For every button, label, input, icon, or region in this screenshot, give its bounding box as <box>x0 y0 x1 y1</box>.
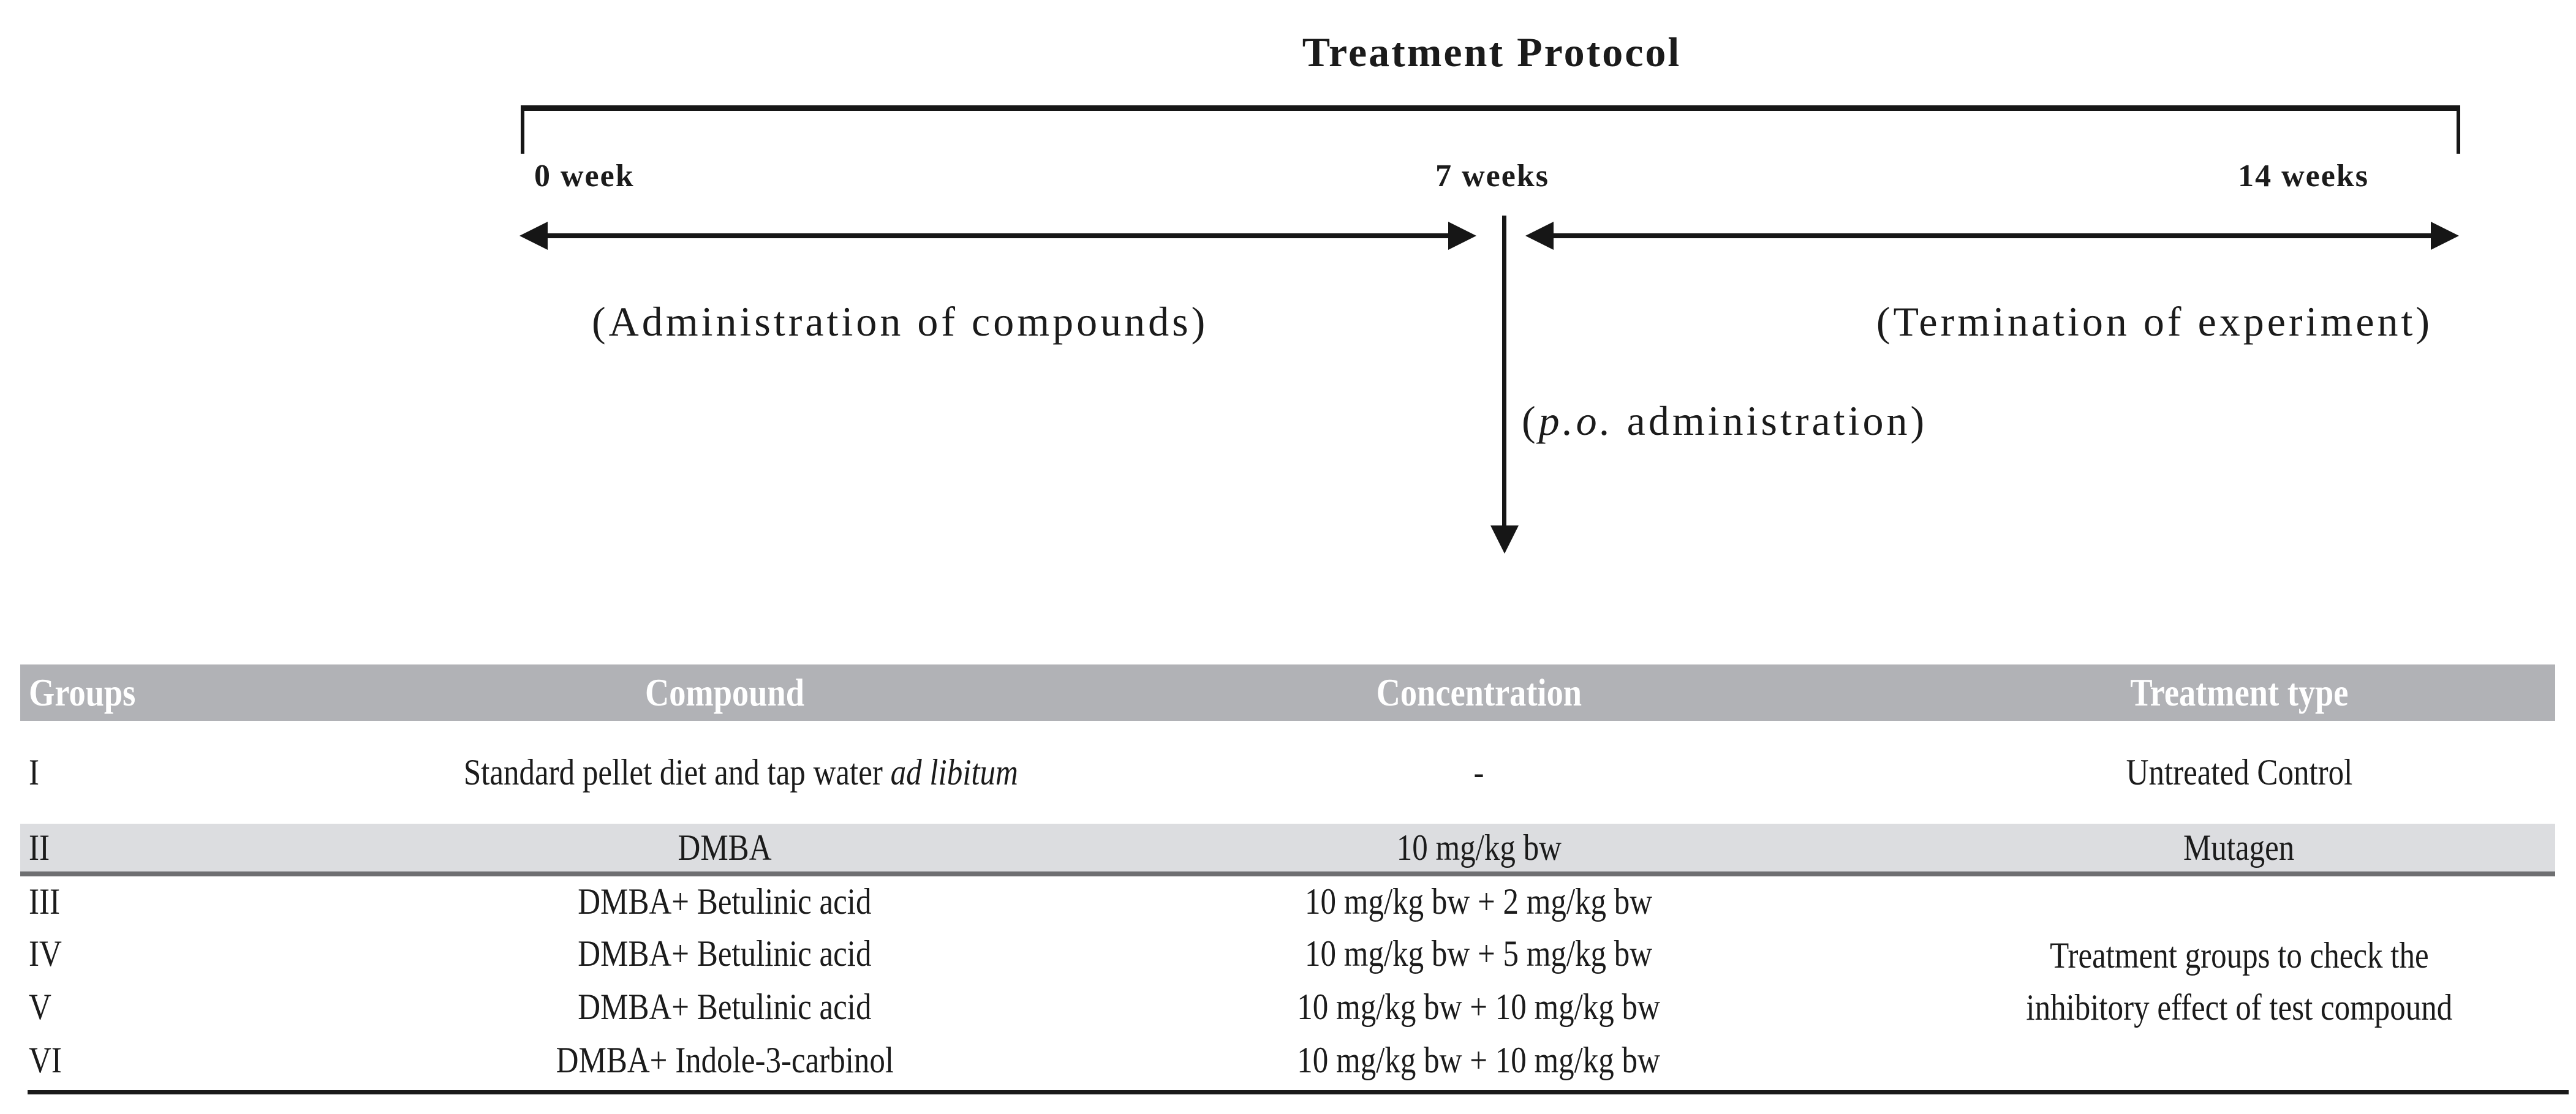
compound-i-text: Standard pellet diet and tap water <box>463 751 891 792</box>
cell-compound-i: Standard pellet diet and tap water ad li… <box>415 721 1035 824</box>
cell-concentration-v: 10 mg/kg bw + 10 mg/kg bw <box>1297 987 1661 1027</box>
cell-group-iii: III <box>29 881 60 922</box>
phase2-arrowhead-right-icon <box>2431 222 2459 250</box>
table-bottom-rule <box>28 1090 2569 1094</box>
po-arrowhead-down-icon <box>1490 525 1519 554</box>
cell-treatment-ii: Mutagen <box>2183 827 2295 868</box>
header-treatment-type: Treatment type <box>2129 671 2349 714</box>
cell-treatment-i: Untreated Control <box>2126 751 2352 792</box>
cell-group-iv: IV <box>29 933 62 974</box>
cell-group-ii: II <box>29 827 50 868</box>
timeline-label-7-weeks: 7 weeks <box>1435 159 1549 194</box>
cell-concentration-i: - <box>1473 751 1484 792</box>
cell-treatment-merged: Treatment groups to check the inhibitory… <box>2026 935 2452 1028</box>
cell-compound-ii: DMBA <box>678 827 772 868</box>
table-row-i: I Standard pellet diet and tap water ad … <box>20 721 2555 824</box>
compound-i-italic: ad libitum <box>890 751 1018 792</box>
diagram-title: Treatment Protocol <box>1302 29 1682 75</box>
cell-concentration-iii: 10 mg/kg bw + 2 mg/kg bw <box>1305 881 1653 922</box>
timeline-label-14-weeks: 14 weeks <box>2238 159 2369 194</box>
header-groups: Groups <box>29 671 136 714</box>
po-arrow-line <box>1502 216 1506 529</box>
cell-compound-vi: DMBA+ Indole-3-carbinol <box>556 1040 894 1080</box>
cell-compound-iii: DMBA+ Betulinic acid <box>578 881 872 922</box>
phase2-arrowhead-left-icon <box>1525 222 1554 250</box>
po-caption-italic: p.o. <box>1538 397 1614 444</box>
phase2-caption: (Termination of experiment) <box>1876 298 2433 345</box>
table-row-ii: II DMBA 10 mg/kg bw Mutagen <box>20 824 2555 874</box>
phase1-arrowhead-right-icon <box>1448 222 1476 250</box>
header-compound: Compound <box>644 671 805 714</box>
cell-group-i: I <box>29 751 39 792</box>
cell-concentration-iv: 10 mg/kg bw + 5 mg/kg bw <box>1305 933 1653 974</box>
cell-group-v: V <box>29 987 51 1027</box>
phase2-arrow-line <box>1554 233 2431 238</box>
po-caption-open-paren: ( <box>1522 397 1539 444</box>
table-header-row: Groups Compound Concentration Treatment … <box>20 664 2555 721</box>
po-caption: (p.o. administration) <box>1522 397 1927 445</box>
cell-compound-v: DMBA+ Betulinic acid <box>578 987 872 1027</box>
timeline-label-0-week: 0 week <box>534 159 635 194</box>
phase1-caption: (Administration of compounds) <box>592 298 1209 345</box>
header-concentration: Concentration <box>1376 671 1582 714</box>
cell-group-vi: VI <box>29 1040 62 1080</box>
phase1-arrow-line <box>543 233 1448 238</box>
cell-compound-iv: DMBA+ Betulinic acid <box>578 933 872 974</box>
cell-concentration-ii: 10 mg/kg bw <box>1396 827 1562 868</box>
timeline-bracket <box>521 105 2460 154</box>
po-caption-rest: administration) <box>1613 397 1928 444</box>
table-row-iii: III DMBA+ Betulinic acid 10 mg/kg bw + 2… <box>20 874 2555 1028</box>
cell-concentration-vi: 10 mg/kg bw + 10 mg/kg bw <box>1297 1040 1661 1080</box>
treatment-groups-table: Groups Compound Concentration Treatment … <box>20 664 2555 1087</box>
